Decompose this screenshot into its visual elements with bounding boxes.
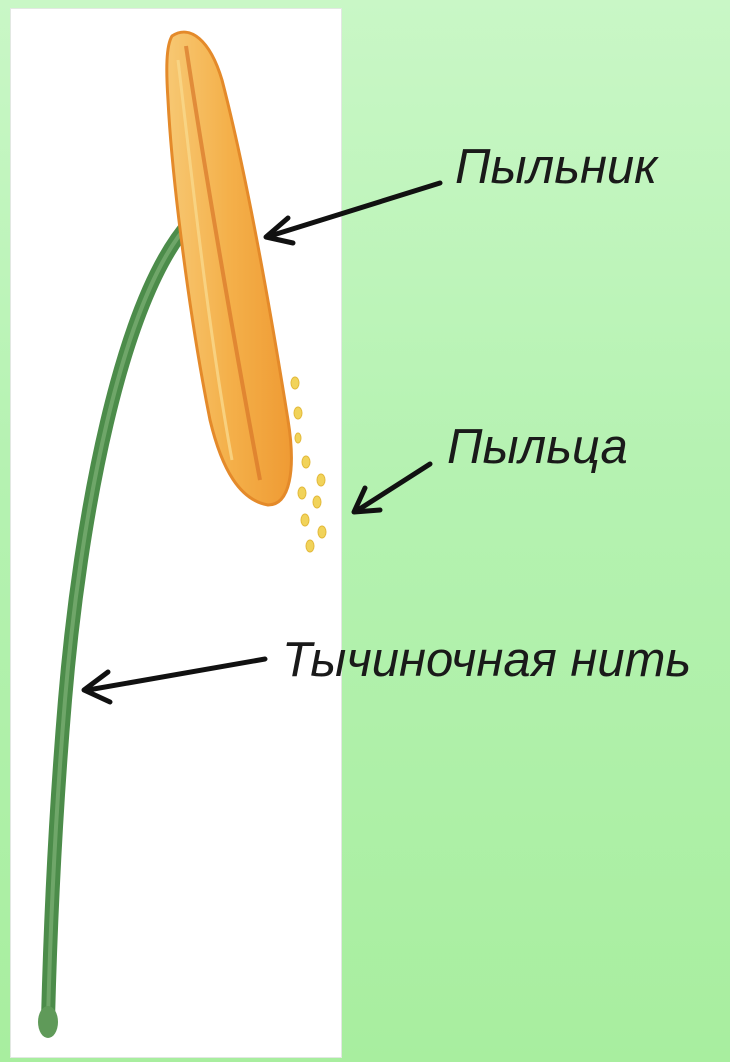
pollen-grains bbox=[291, 377, 326, 552]
arrow-pollen bbox=[354, 464, 430, 512]
label-anther: Пыльник bbox=[455, 143, 657, 192]
filament-shape bbox=[48, 222, 190, 1020]
filament-base bbox=[38, 1006, 58, 1038]
label-pollen: Пыльца bbox=[447, 423, 628, 472]
arrow-filament bbox=[84, 659, 265, 702]
anther-shape bbox=[167, 32, 292, 505]
label-filament: Тычиночная нить bbox=[282, 636, 691, 685]
arrow-anther bbox=[266, 183, 440, 243]
